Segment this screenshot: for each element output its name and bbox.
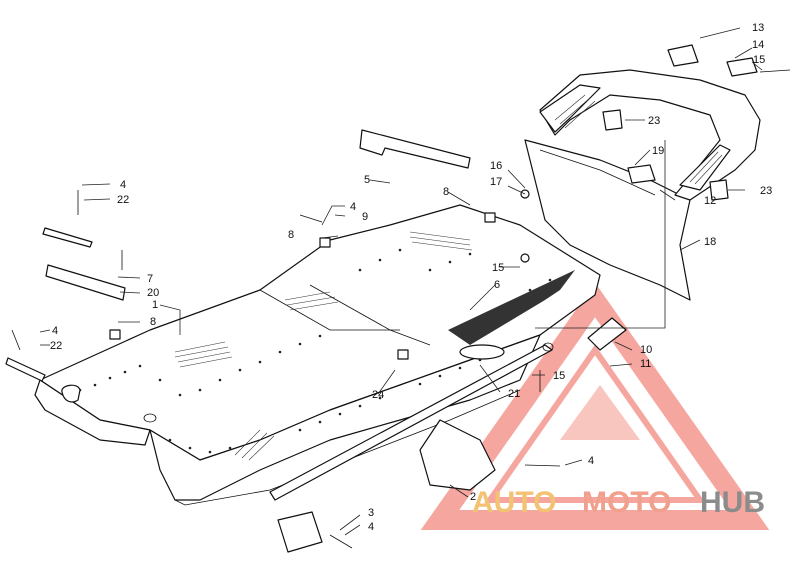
callout-12: 12 [704,195,716,207]
callout-14: 14 [752,39,764,51]
watermark-moto: MOTO [582,486,671,519]
part-8-block-c [484,212,496,223]
part-23-clip-b [709,179,729,201]
callout-3: 3 [368,507,374,519]
part-14-label [726,57,758,77]
callout-23-a: 23 [648,115,660,127]
callout-7: 7 [147,273,153,285]
callout-19: 19 [652,145,664,157]
callout-18: 18 [704,236,716,248]
callout-2: 2 [470,491,476,503]
callout-15-b: 15 [753,54,765,66]
watermark-triangle [420,282,770,530]
callout-8-a: 8 [288,229,294,241]
callout-24: 24 [372,389,384,401]
callout-labels: 4 22 7 20 1 8 4 22 4 9 8 5 8 15 6 16 17 … [50,22,772,533]
callout-22-b: 22 [50,340,62,352]
callout-4-b: 4 [52,325,58,337]
callout-16: 16 [490,160,502,172]
callout-8-b: 8 [150,316,156,328]
part-5-strip [359,129,471,169]
callout-21: 21 [508,388,520,400]
part-23-clip-a [602,109,623,131]
callout-4-c: 4 [350,201,356,213]
callout-15-c: 15 [553,370,565,382]
callout-10: 10 [640,344,652,356]
callout-13: 13 [752,22,764,34]
callout-1: 1 [152,299,158,311]
part-2-bracket [419,419,496,491]
part-13-label [667,44,699,67]
part-10-reflector [587,317,627,351]
rear-bumper [539,69,761,201]
callout-23-b: 23 [760,185,772,197]
watermark-hub: HUB [700,486,765,519]
arrow-decal [448,270,575,345]
part-22-strip-a [42,227,93,248]
watermark-logo: AUTO MOTO HUB [472,486,765,519]
callout-22-a: 22 [117,194,129,206]
part-3-plate [277,511,323,553]
callout-17: 17 [490,176,502,188]
leader-lines [39,27,763,536]
callout-11: 11 [640,358,651,370]
part-19 [627,164,656,184]
callout-4-d: 4 [588,455,594,467]
part-22-strip-b [5,357,46,382]
callout-8-c: 8 [443,186,449,198]
callout-20: 20 [147,287,159,299]
tunnel-assembly [34,204,601,506]
callout-4-a: 4 [120,179,126,191]
callout-9: 9 [362,211,368,223]
part-8-block-a [319,237,331,248]
callout-6: 6 [494,279,500,291]
part-8-block-b [109,329,121,340]
callout-5: 5 [364,174,370,186]
part-20-strip [45,264,126,301]
callout-4-e: 4 [368,521,374,533]
callout-15-a: 15 [492,262,504,274]
watermark-auto: AUTO [472,486,556,519]
